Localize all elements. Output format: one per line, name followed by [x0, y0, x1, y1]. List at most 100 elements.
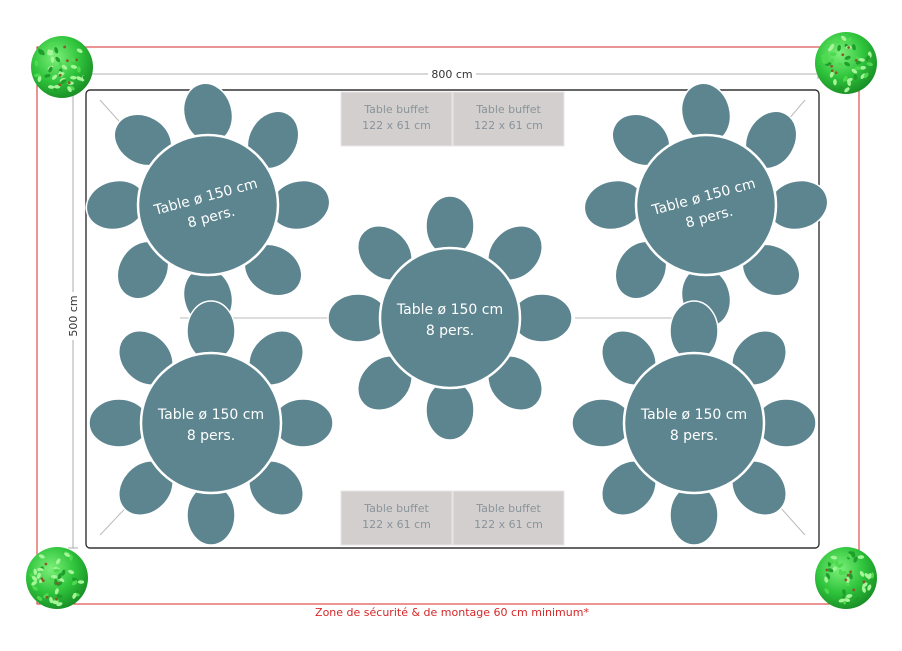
plant-leaf: [852, 44, 856, 51]
plant-leaf: [822, 60, 829, 64]
plant-leaf: [36, 596, 43, 601]
buffet-table-top: [452, 91, 565, 147]
safety-zone-outline: [36, 46, 860, 605]
round-table-label: Table ø 150 cm 8 pers.: [396, 302, 503, 339]
plant-leaf: [70, 75, 77, 80]
round-table-top: [378, 246, 522, 390]
plant-stem: [862, 580, 866, 584]
plant-leaf: [859, 571, 865, 577]
plant-stem: [55, 597, 58, 601]
plant-leaf: [847, 553, 853, 560]
plant-stem: [847, 46, 851, 49]
buffet-table-name: Table buffet: [475, 103, 541, 116]
height-label: 500 cm: [67, 295, 80, 336]
plant-leaf: [53, 568, 60, 573]
plant-leaf: [37, 567, 44, 572]
plant-leaf: [842, 76, 848, 82]
plant-leaf: [866, 62, 873, 67]
round-tables: Table ø 150 cm8 pers.Table ø 150 cm8 per…: [85, 82, 829, 546]
plant-leaf: [851, 68, 858, 74]
plant-leaf: [49, 596, 53, 604]
plant-leaf: [54, 588, 59, 595]
plant-leaf: [57, 573, 62, 580]
plant-leaf: [69, 554, 73, 561]
round-table-group: Table ø 150 cm8 pers.: [583, 82, 829, 328]
plant-leaf: [841, 35, 847, 41]
plant-leaf: [838, 85, 843, 93]
round-table-name: Table ø 150 cm: [157, 407, 264, 423]
plant-leaf: [61, 64, 68, 70]
plant-leaf: [48, 42, 55, 47]
plant-leaf: [830, 555, 838, 560]
plant-leaf: [44, 73, 51, 78]
plant-stem: [849, 570, 853, 574]
plant-icon: [26, 547, 88, 609]
buffet-table-size: 122 x 61 cm: [474, 518, 543, 531]
plant-leaf: [82, 75, 88, 81]
plant-leaf: [829, 71, 834, 78]
plant-leaf: [846, 37, 852, 43]
safety-zone-label: Zone de sécurité & de montage 60 cm mini…: [315, 606, 589, 619]
buffet-table-size: 122 x 61 cm: [362, 119, 431, 132]
round-table-name: Table ø 150 cm: [396, 302, 503, 318]
round-table-group: Table ø 150 cm8 pers.: [88, 300, 334, 546]
plant-icon: [31, 36, 93, 98]
buffet-table-top: [452, 490, 565, 546]
plant-leaf: [859, 66, 866, 70]
plant-stem: [58, 83, 62, 87]
plant-leaf: [33, 73, 41, 78]
plant-leaf: [833, 78, 837, 86]
plant-stem: [40, 577, 44, 581]
plant-leaf: [32, 585, 38, 591]
plant-leaf: [867, 584, 872, 591]
plant-leaf: [31, 580, 37, 586]
plant-leaf: [844, 61, 851, 67]
plant-stem: [825, 568, 829, 572]
plant-leaf: [52, 600, 59, 605]
plant-leaf: [51, 74, 58, 80]
plant-leaf: [858, 58, 865, 62]
plant-leaf: [34, 60, 39, 67]
plant-leaf: [43, 593, 49, 599]
round-table-top: [139, 351, 283, 495]
plant-leaf: [38, 554, 45, 559]
plant-leaf: [830, 52, 837, 57]
plant-leaf: [853, 74, 858, 81]
buffet-table-top: [340, 91, 453, 147]
plant-leaf: [53, 85, 61, 89]
plant-leaf: [70, 57, 77, 62]
plant-leaf: [844, 87, 850, 93]
plant-leaf: [77, 66, 81, 73]
plant-leaf: [843, 598, 851, 602]
plant-leaf: [828, 559, 835, 564]
round-table-group: Table ø 150 cm8 pers.: [85, 82, 331, 328]
buffet-table: Table buffet 122 x 61 cm: [340, 490, 453, 546]
plant-leaf: [55, 558, 61, 565]
plant-leaf: [838, 598, 845, 603]
plant-leaf: [846, 594, 853, 598]
buffet-table-size: 122 x 61 cm: [362, 518, 431, 531]
plant-leaf: [851, 551, 856, 558]
plant-stem: [834, 71, 838, 75]
plant-stem: [45, 595, 49, 599]
round-table-capacity: 8 pers.: [426, 323, 474, 339]
plant-leaf: [853, 556, 858, 563]
buffet-table-name: Table buffet: [363, 502, 429, 515]
plant-leaf: [61, 569, 66, 576]
plant-stem: [65, 59, 69, 63]
plant-leaf: [848, 573, 853, 580]
plant-leaf: [846, 576, 850, 584]
plant-leaf: [47, 85, 55, 89]
plant-leaf: [33, 568, 38, 576]
plant-leaf: [837, 563, 844, 568]
plant-leaf: [64, 552, 70, 558]
plant-stem: [841, 53, 845, 57]
round-table-group: Table ø 150 cm 8 pers.: [327, 195, 573, 441]
plant-leaf: [50, 574, 58, 579]
plant-leaf: [71, 580, 78, 586]
plant-leaf: [838, 568, 843, 576]
plant-stem: [846, 573, 850, 577]
plant-leaf: [48, 66, 53, 73]
